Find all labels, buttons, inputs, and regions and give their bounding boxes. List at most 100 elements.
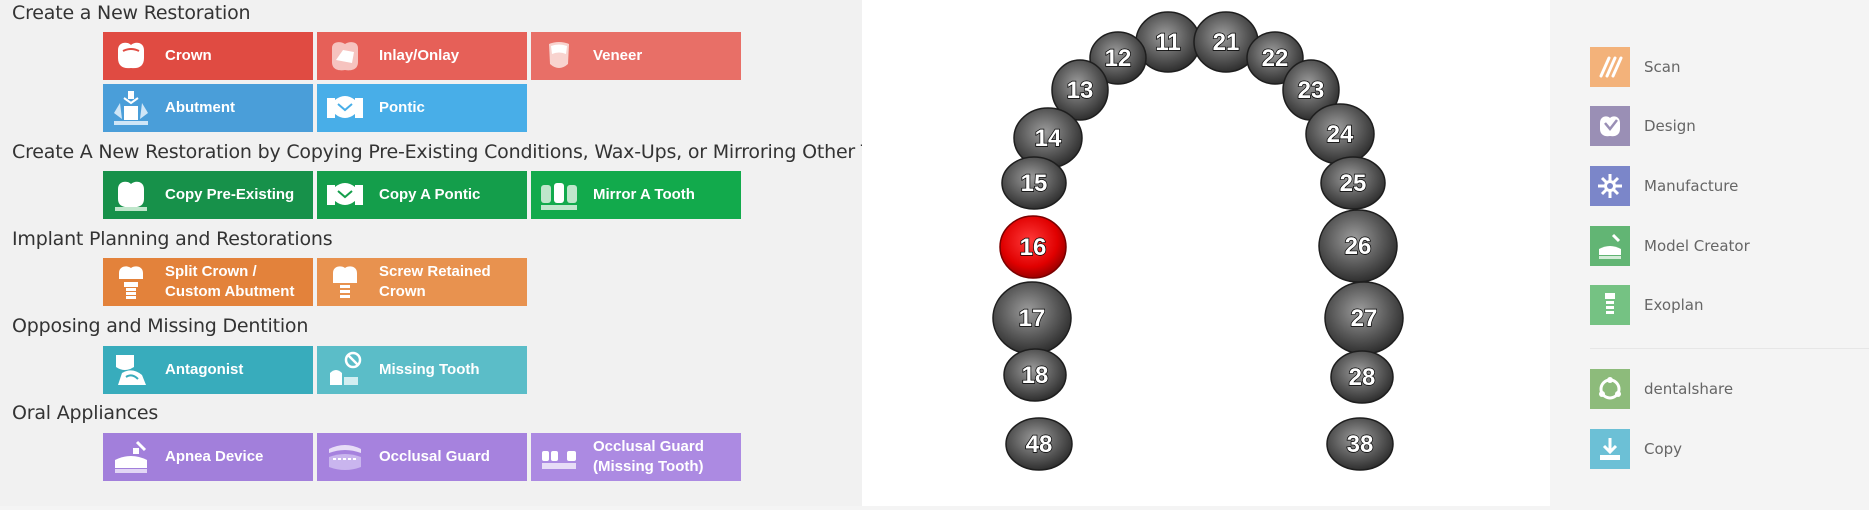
tooth-27[interactable]: 27: [1324, 281, 1404, 355]
copy-pre-existing-button[interactable]: Copy Pre-Existing: [103, 171, 313, 219]
design-icon: [1590, 106, 1630, 146]
screw-retained-crown-button[interactable]: Screw Retained Crown: [317, 258, 527, 306]
screw-retained-crown-icon: [325, 262, 365, 302]
section-title-oral-appliances: Oral Appliances: [12, 402, 159, 424]
tooth-number-12: 12: [1105, 45, 1132, 72]
occlusal-guard-missing-tooth-icon: [539, 437, 579, 477]
tooth-12[interactable]: 12: [1089, 31, 1147, 85]
occlusal-guard-missing-tooth-button[interactable]: Occlusal Guard (Missing Tooth): [531, 433, 741, 481]
tooth-number-28: 28: [1349, 364, 1376, 391]
tooth-13[interactable]: 13: [1051, 59, 1109, 121]
tooth-26[interactable]: 26: [1318, 209, 1398, 283]
tooth-25[interactable]: 25: [1320, 156, 1386, 210]
tooth-shape-28: [1330, 350, 1394, 404]
tooth-28[interactable]: 28: [1330, 350, 1394, 404]
section-title-copy-restoration: Create A New Restoration by Copying Pre-…: [12, 141, 912, 163]
tooth-number-14: 14: [1035, 125, 1062, 152]
apnea-device-icon: [111, 437, 151, 477]
occlusal-guard-missing-label-line2: (Missing Tooth): [593, 458, 704, 475]
model-creator-icon: [1590, 226, 1630, 266]
antagonist-icon: [111, 350, 151, 390]
tooth-number-13: 13: [1067, 77, 1094, 104]
tooth-number-16: 16: [1020, 234, 1047, 261]
screw-retained-label-line2: Crown: [379, 283, 426, 300]
crown-button[interactable]: Crown: [103, 32, 313, 80]
tooth-shape-15: [1001, 156, 1067, 210]
tooth-shape-16: [999, 215, 1067, 279]
tooth-38[interactable]: 38: [1326, 417, 1394, 471]
tooth-number-22: 22: [1262, 45, 1289, 72]
pontic-icon: [325, 88, 365, 128]
copy-icon: [1590, 429, 1630, 469]
tooth-number-27: 27: [1351, 305, 1378, 332]
abutment-button[interactable]: Abutment: [103, 84, 313, 132]
tooth-shape-48: [1005, 417, 1073, 471]
inlay-onlay-icon: [325, 36, 365, 76]
section-title-new-restoration: Create a New Restoration: [12, 2, 251, 24]
occlusal-guard-icon: [325, 437, 365, 477]
split-crown-button[interactable]: Split Crown / Custom Abutment: [103, 258, 313, 306]
apnea-device-button[interactable]: Apnea Device: [103, 433, 313, 481]
tooth-23[interactable]: 23: [1282, 59, 1340, 121]
tooth-11[interactable]: 11: [1135, 11, 1201, 73]
tooth-shape-38: [1326, 417, 1394, 471]
tooth-number-18: 18: [1022, 362, 1049, 389]
tooth-17[interactable]: 17: [992, 281, 1072, 355]
section-title-implant-planning: Implant Planning and Restorations: [12, 228, 333, 250]
antagonist-button[interactable]: Antagonist: [103, 346, 313, 394]
tooth-number-23: 23: [1298, 77, 1325, 104]
manufacture-icon: [1590, 166, 1630, 206]
tooth-14[interactable]: 14: [1013, 107, 1083, 169]
tooth-18[interactable]: 18: [1003, 348, 1067, 402]
nav-divider: [1590, 348, 1869, 349]
nav-design[interactable]: Design: [1590, 105, 1850, 147]
split-crown-icon: [111, 262, 151, 302]
occlusal-guard-button[interactable]: Occlusal Guard: [317, 433, 527, 481]
copy-pontic-button[interactable]: Copy A Pontic: [317, 171, 527, 219]
tooth-number-17: 17: [1019, 305, 1046, 332]
veneer-icon: [539, 36, 579, 76]
workflow-sidebar: Scan Design Manufacture Model Creator Ex…: [1550, 0, 1869, 506]
tooth-16[interactable]: 16: [999, 215, 1067, 279]
tooth-48[interactable]: 48: [1005, 417, 1073, 471]
nav-copy[interactable]: Copy: [1590, 428, 1850, 470]
tooth-number-48: 48: [1026, 431, 1053, 458]
scan-icon: [1590, 47, 1630, 87]
restoration-panel: Create a New Restoration Crown Inlay/Onl…: [0, 0, 911, 506]
missing-tooth-button[interactable]: Missing Tooth: [317, 346, 527, 394]
tooth-number-38: 38: [1347, 431, 1374, 458]
tooth-24[interactable]: 24: [1305, 103, 1375, 165]
section-title-opposing-missing: Opposing and Missing Dentition: [12, 315, 309, 337]
tooth-shape-12: [1089, 31, 1147, 85]
tooth-number-26: 26: [1345, 233, 1372, 260]
tooth-number-11: 11: [1155, 29, 1180, 56]
screw-retained-label-line1: Screw Retained: [379, 263, 491, 280]
tooth-number-25: 25: [1340, 170, 1367, 197]
dentalshare-icon: [1590, 369, 1630, 409]
tooth-shape-18: [1003, 348, 1067, 402]
veneer-button[interactable]: Veneer: [531, 32, 741, 80]
split-crown-label-line1: Split Crown /: [165, 263, 257, 280]
crown-icon: [111, 36, 151, 76]
abutment-icon: [111, 88, 151, 128]
inlay-onlay-button[interactable]: Inlay/Onlay: [317, 32, 527, 80]
missing-tooth-icon: [325, 350, 365, 390]
tooth-21[interactable]: 21: [1193, 11, 1259, 73]
tooth-number-21: 21: [1213, 29, 1240, 56]
tooth-number-15: 15: [1021, 170, 1048, 197]
nav-scan[interactable]: Scan: [1590, 46, 1850, 88]
copy-pre-existing-icon: [111, 175, 151, 215]
pontic-button[interactable]: Pontic: [317, 84, 527, 132]
mirror-tooth-icon: [539, 175, 579, 215]
nav-model-creator[interactable]: Model Creator: [1590, 225, 1850, 267]
exoplan-icon: [1590, 285, 1630, 325]
tooth-number-24: 24: [1327, 121, 1354, 148]
nav-manufacture[interactable]: Manufacture: [1590, 165, 1850, 207]
mirror-tooth-button[interactable]: Mirror A Tooth: [531, 171, 741, 219]
nav-dentalshare[interactable]: dentalshare: [1590, 368, 1850, 410]
copy-pontic-icon: [325, 175, 365, 215]
tooth-15[interactable]: 15: [1001, 156, 1067, 210]
nav-exoplan[interactable]: Exoplan: [1590, 284, 1850, 326]
